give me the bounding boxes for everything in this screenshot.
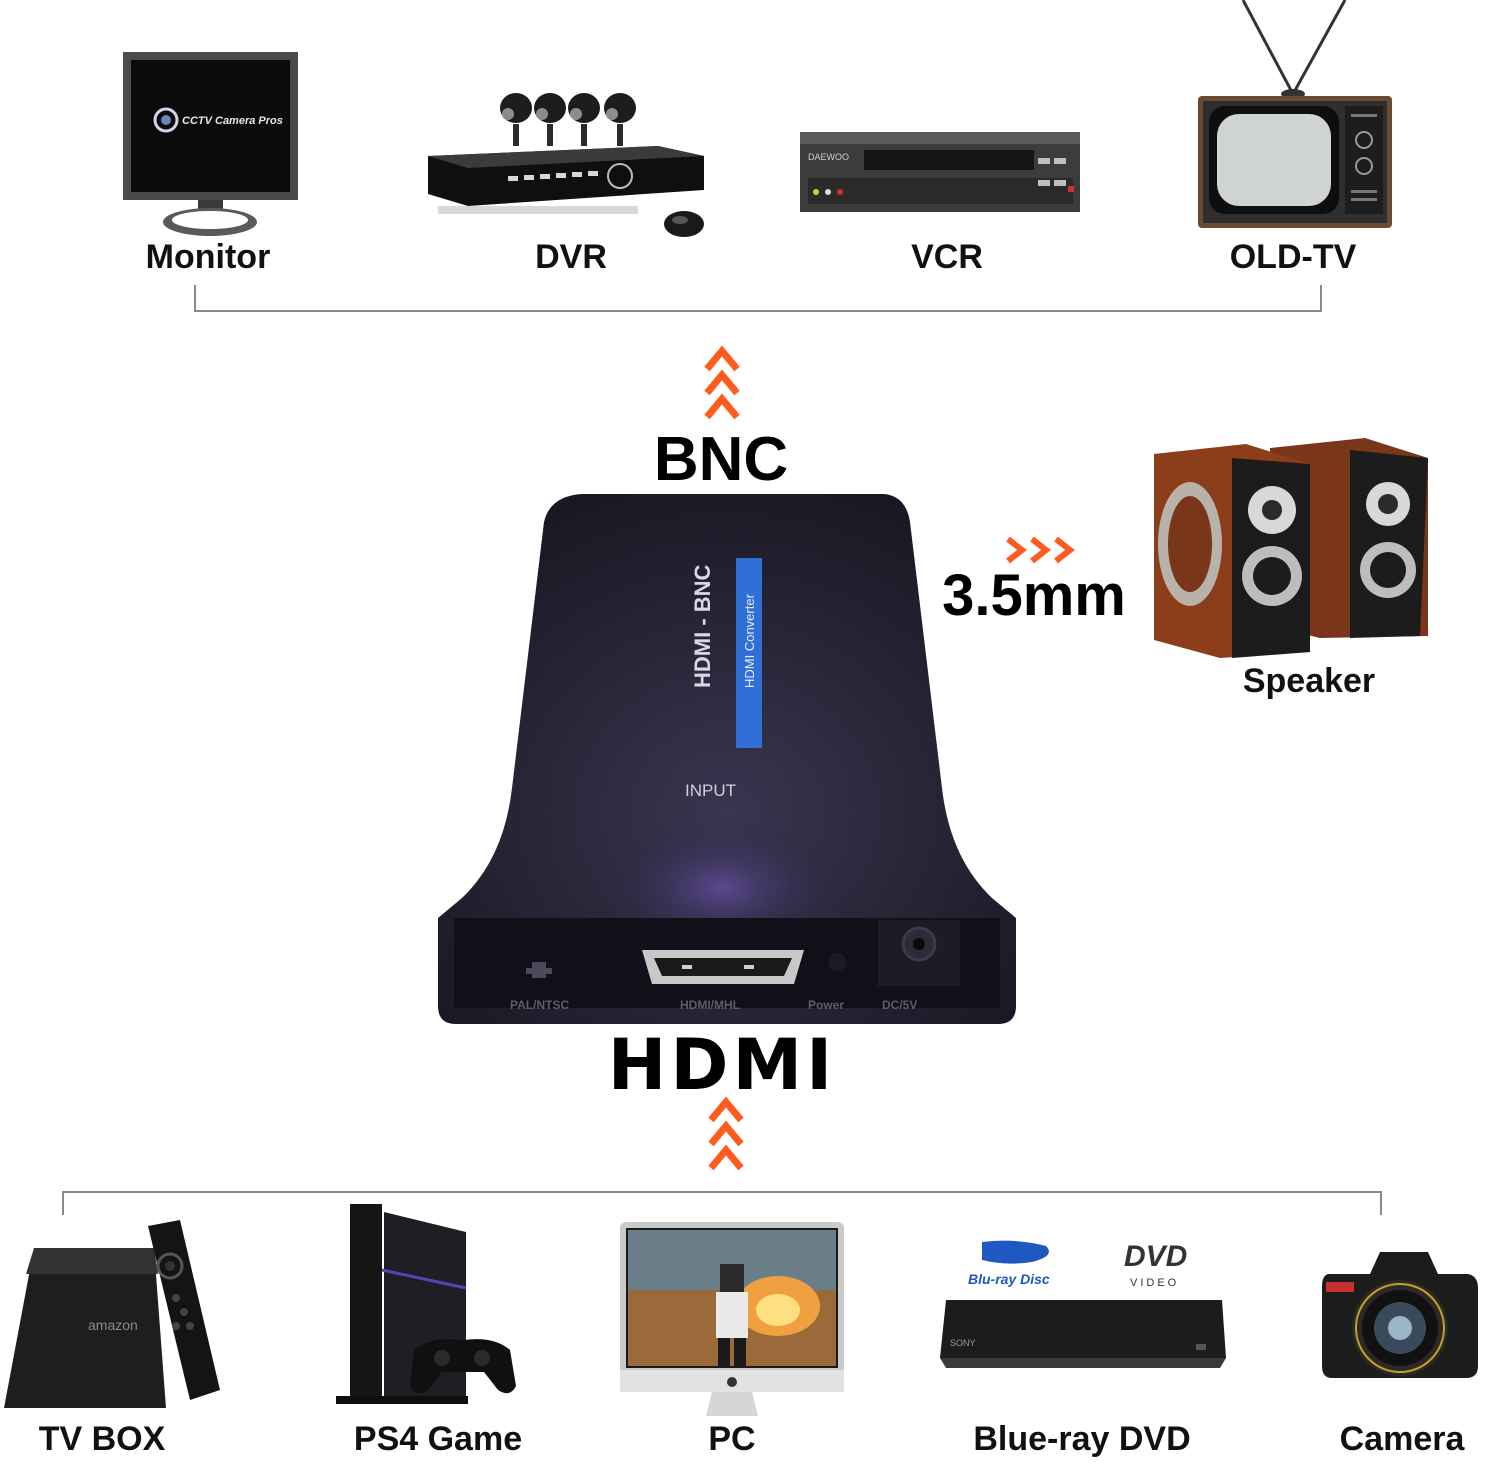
- camera-label: Camera: [1339, 1420, 1465, 1458]
- vcr-brand-text: DAEWOO: [808, 152, 849, 162]
- dvr-icon: [428, 93, 704, 237]
- hdmi-input-label: HDMI: [607, 1024, 837, 1106]
- hdmi-bnc-converter-icon: HDMI - BNC HDMI Converter INPUT PAL/NTSC…: [438, 494, 1016, 1024]
- dvd-logo-text: DVD: [1124, 1240, 1187, 1273]
- bottom-devices-bracket: [62, 1191, 1382, 1215]
- audio-output-arrow-icon: [1006, 536, 1075, 564]
- audio-output-label: 3.5mm: [942, 563, 1126, 628]
- speaker-icon: [1154, 438, 1428, 658]
- vcr-label: VCR: [911, 238, 983, 276]
- pc-label: PC: [708, 1420, 756, 1458]
- dvd-logo-subtext: VIDEO: [1130, 1277, 1179, 1289]
- pc-icon: [620, 1222, 844, 1416]
- monitor-screen-text: CCTV Camera Pros: [182, 115, 283, 127]
- bluray-dvd-player-icon: Blu-ray Disc DVD VIDEO SONY: [940, 1240, 1226, 1368]
- dvr-label: DVR: [535, 238, 607, 276]
- port-label-dc-5v: DC/5V: [882, 998, 917, 1012]
- old-tv-label: OLD-TV: [1229, 238, 1357, 276]
- port-label-pal-ntsc: PAL/NTSC: [510, 998, 569, 1012]
- old-tv-icon: [1198, 0, 1392, 228]
- bluray-dvd-label: Blue-ray DVD: [973, 1420, 1191, 1458]
- ps4-label: PS4 Game: [353, 1420, 523, 1458]
- bnc-output-arrow-icon: [704, 345, 740, 420]
- bluray-logo-text: Blu-ray Disc: [968, 1271, 1050, 1287]
- converter-input-text: INPUT: [685, 781, 736, 800]
- camera-icon: [1322, 1252, 1478, 1378]
- speaker-label: Speaker: [1242, 662, 1376, 700]
- converter-subtitle-text: HDMI Converter: [742, 593, 757, 688]
- port-label-hdmi-mhl: HDMI/MHL: [680, 998, 740, 1012]
- ps4-icon: [336, 1204, 516, 1404]
- top-devices-bracket: [194, 285, 1322, 312]
- bnc-output-label: BNC: [653, 425, 789, 494]
- monitor-label: Monitor: [145, 238, 271, 276]
- tv-box-icon: amazon: [4, 1220, 220, 1408]
- converter-title-text: HDMI - BNC: [690, 564, 715, 688]
- port-label-power: Power: [808, 998, 844, 1012]
- vcr-icon: DAEWOO: [800, 132, 1080, 212]
- tv-box-brand-text: amazon: [88, 1317, 138, 1333]
- monitor-icon: CCTV Camera Pros: [123, 52, 298, 236]
- tv-box-label: TV BOX: [38, 1420, 166, 1458]
- hdmi-input-arrow-icon: [708, 1096, 744, 1171]
- bluray-player-brand-text: SONY: [950, 1338, 976, 1348]
